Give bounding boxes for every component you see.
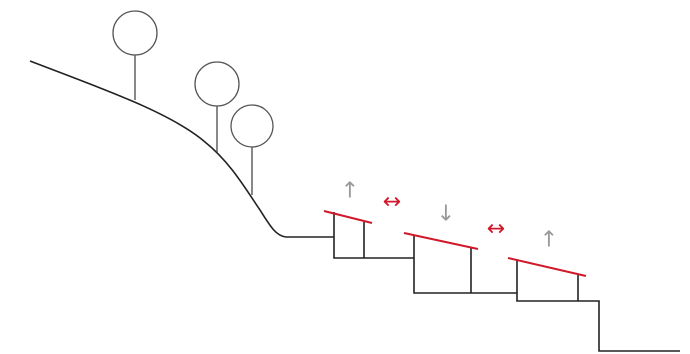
hillside-terrain-line [29,60,334,238]
tree-icon [230,104,274,195]
house-2 [403,232,517,294]
horizontal-arrow-icon: ↔ [487,217,505,242]
house-2-roof [403,232,479,250]
down-arrow-icon: ↓ [437,202,455,227]
house-3-roof [507,257,587,277]
house-1-roof [323,210,373,224]
horizontal-arrow-icon: ↔ [383,190,401,215]
house-1 [323,210,414,259]
house-3 [507,257,680,352]
up-arrow-icon: ↑ [540,228,558,253]
up-arrow-icon: ↑ [341,179,359,204]
tree-icon [112,10,158,100]
tree-icon [194,61,240,152]
